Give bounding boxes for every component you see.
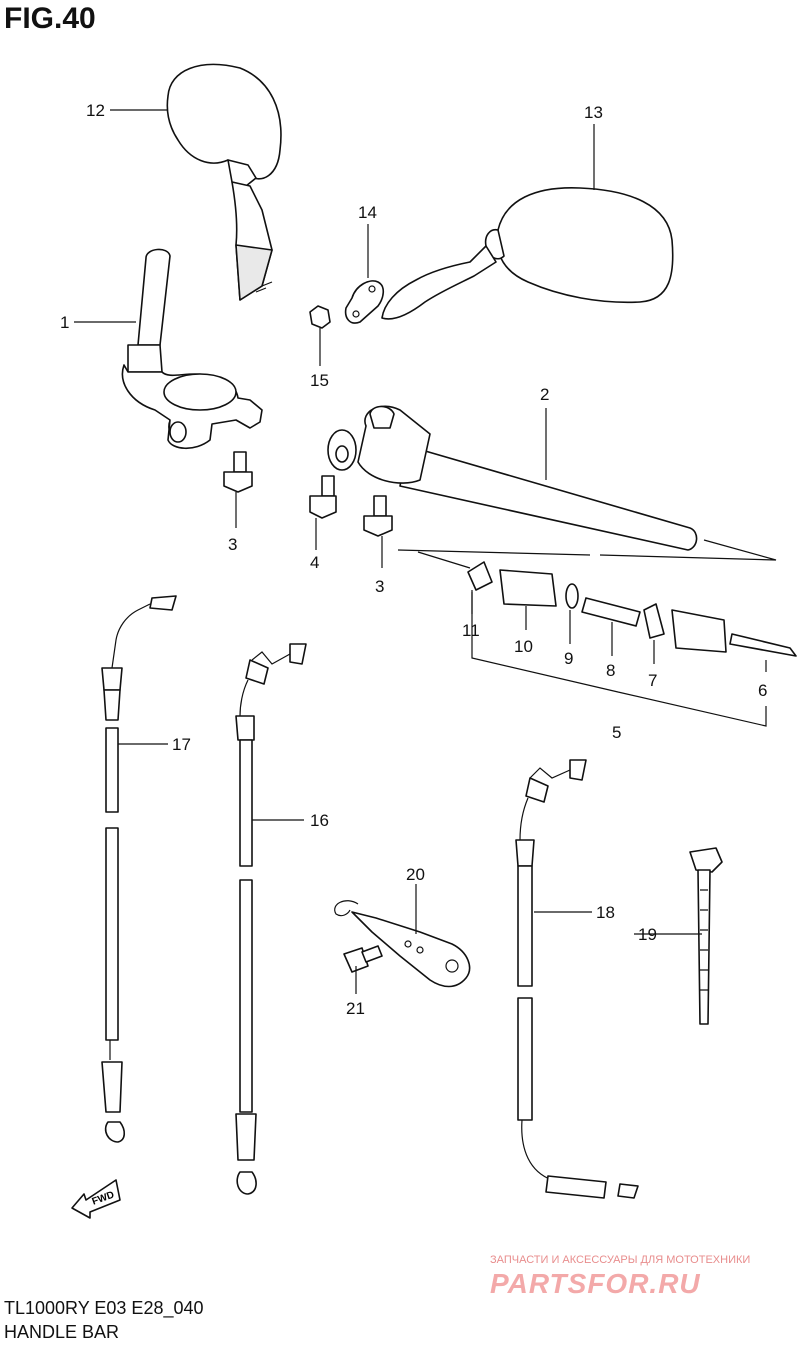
part-10-weight xyxy=(499,569,557,607)
callout-18: 18 xyxy=(596,903,615,922)
callout-7: 7 xyxy=(648,671,657,690)
callout-2: 2 xyxy=(540,385,549,404)
throttle-cable-17 xyxy=(101,595,177,1143)
part-11-collar xyxy=(467,561,493,591)
callout-5: 5 xyxy=(612,723,621,742)
callout-15: 15 xyxy=(310,371,329,390)
part-7-bushing xyxy=(643,603,665,639)
callout-4: 4 xyxy=(310,553,319,572)
right-mirror xyxy=(381,187,674,320)
cap-nut xyxy=(309,305,331,329)
bolt-4 xyxy=(309,475,337,519)
callout-11: 11 xyxy=(462,621,480,640)
callout-19: 19 xyxy=(638,925,657,944)
callout-3-right: 3 xyxy=(375,577,384,596)
callout-10: 10 xyxy=(514,637,533,656)
cable-tie xyxy=(689,847,723,1025)
callout-1: 1 xyxy=(60,313,69,332)
part-6-screw xyxy=(729,633,797,657)
callout-8: 8 xyxy=(606,661,615,680)
cable-16 xyxy=(235,643,307,1195)
callout-6: 6 xyxy=(758,681,767,700)
callout-20: 20 xyxy=(406,865,425,884)
cable-18 xyxy=(515,759,639,1199)
callout-17: 17 xyxy=(172,735,191,754)
bar-end-assembly xyxy=(467,561,797,657)
callout-9: 9 xyxy=(564,649,573,668)
mirror-gasket xyxy=(344,280,385,324)
forward-arrow-icon: FWD xyxy=(71,1179,121,1219)
cable-bracket xyxy=(334,900,471,988)
leader-lines xyxy=(74,109,767,994)
left-mirror xyxy=(166,63,282,301)
watermark-tagline: ЗАПЧАСТИ И АКСЕССУАРЫ ДЛЯ МОТОТЕХНИКИ xyxy=(490,1254,751,1266)
left-handlebar xyxy=(121,248,263,450)
part-6-end-weight xyxy=(671,609,727,653)
bolt-left xyxy=(223,451,253,493)
watermark-logo: PARTSFOR.RU xyxy=(490,1268,701,1299)
part-8-spacer xyxy=(581,597,641,627)
right-handlebar xyxy=(327,405,698,551)
bolt-21 xyxy=(343,945,383,973)
section-title: HANDLE BAR xyxy=(4,1322,120,1342)
model-code: TL1000RY E03 E28_040 xyxy=(4,1298,204,1318)
callout-12: 12 xyxy=(86,101,105,120)
bolt-right xyxy=(363,495,393,537)
part-9-washer xyxy=(565,583,579,609)
callout-21: 21 xyxy=(346,999,365,1018)
figure-label: FIG.40 xyxy=(4,2,96,35)
callout-16: 16 xyxy=(310,811,329,830)
callout-3-left: 3 xyxy=(228,535,237,554)
callout-14: 14 xyxy=(358,203,377,222)
callout-13: 13 xyxy=(584,103,603,122)
